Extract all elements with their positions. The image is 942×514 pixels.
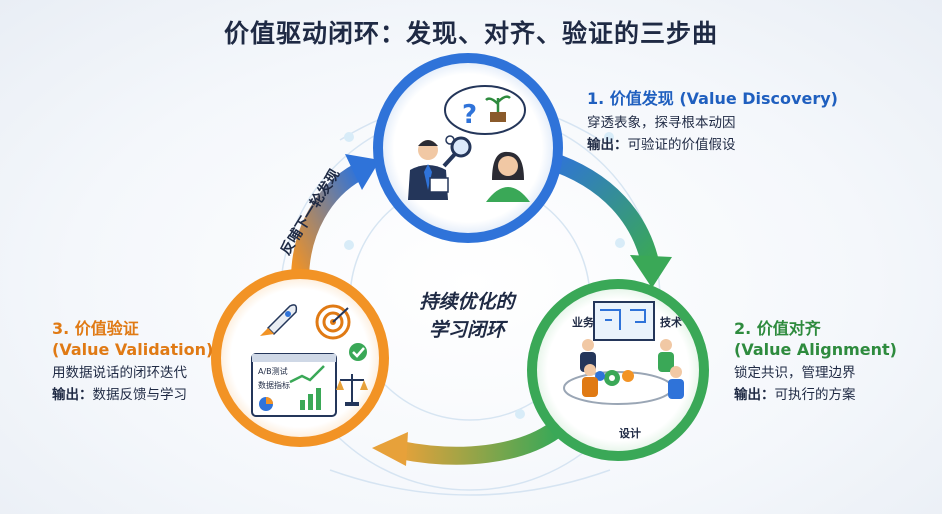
woman-icon (486, 151, 530, 202)
arrow-alignment-to-validation (372, 421, 564, 466)
role-label-tech: 技术 (660, 315, 682, 329)
step-alignment-title: 2. 价值对齐 (734, 319, 821, 338)
output-text: 可验证的价值假设 (627, 137, 736, 153)
svg-text:?: ? (462, 100, 477, 130)
output-label: 输出： (52, 387, 93, 403)
step-alignment-output: 输出：可执行的方案 (734, 384, 897, 406)
check-icon (349, 343, 367, 361)
output-label: 输出： (734, 387, 775, 403)
output-text: 数据反馈与学习 (92, 387, 188, 403)
step-validation-subtitle: (Value Validation) (52, 340, 214, 359)
thought-bubble-icon: ? (444, 85, 526, 145)
step-discovery-title: 1. 价值发现 (Value Discovery) (587, 89, 838, 108)
step-validation-title: 3. 价值验证 (52, 319, 139, 338)
dashboard-label-metrics: 数据指标 (258, 380, 290, 390)
gear-icon (595, 370, 634, 386)
step-validation-desc: 用数据说话的闭环迭代 (52, 365, 187, 381)
step-discovery-desc: 穿透表象，探寻根本动因 (587, 115, 736, 131)
page-title: 价值驱动闭环：发现、对齐、验证的三步曲 (223, 19, 718, 48)
step-validation-text: 3. 价值验证 (Value Validation) 用数据说话的闭环迭代 输出… (52, 318, 213, 406)
magnifier-icon (442, 136, 472, 168)
dashboard-panel: A/B测试 数据指标 (251, 353, 337, 417)
rocket-icon (260, 304, 298, 336)
center-label-line1: 持续优化的 (419, 291, 515, 313)
alignment-node: 业务 技术 设计 (527, 279, 709, 461)
discovery-node: ? (373, 53, 563, 243)
arrow-discovery-to-alignment (539, 151, 672, 288)
step-alignment-desc: 锁定共识，管理边界 (734, 365, 856, 381)
step-discovery-text: 1. 价值发现 (Value Discovery) 穿透表象，探寻根本动因 输出… (587, 88, 838, 156)
businessman-icon (408, 140, 449, 200)
center-label-line2: 学习闭环 (428, 319, 505, 341)
target-icon (315, 304, 351, 340)
step-alignment-text: 2. 价值对齐 (Value Alignment) 锁定共识，管理边界 输出：可… (734, 318, 897, 406)
center-label: 持续优化的 学习闭环 (392, 288, 542, 344)
step-discovery-output: 输出：可验证的价值假设 (587, 134, 838, 156)
scale-icon (336, 374, 368, 406)
role-label-design: 设计 (619, 426, 641, 440)
output-label: 输出： (587, 137, 628, 153)
team-people-icon (580, 339, 684, 399)
validation-node: A/B测试 数据指标 (211, 269, 389, 447)
role-label-business: 业务 (572, 315, 595, 329)
step-validation-output: 输出：数据反馈与学习 (52, 384, 213, 406)
step-alignment-subtitle: (Value Alignment) (734, 340, 897, 359)
dashboard-label-ab-test: A/B测试 (258, 366, 288, 376)
arrow-validation-to-discovery (291, 154, 380, 289)
output-text: 可执行的方案 (774, 387, 856, 403)
